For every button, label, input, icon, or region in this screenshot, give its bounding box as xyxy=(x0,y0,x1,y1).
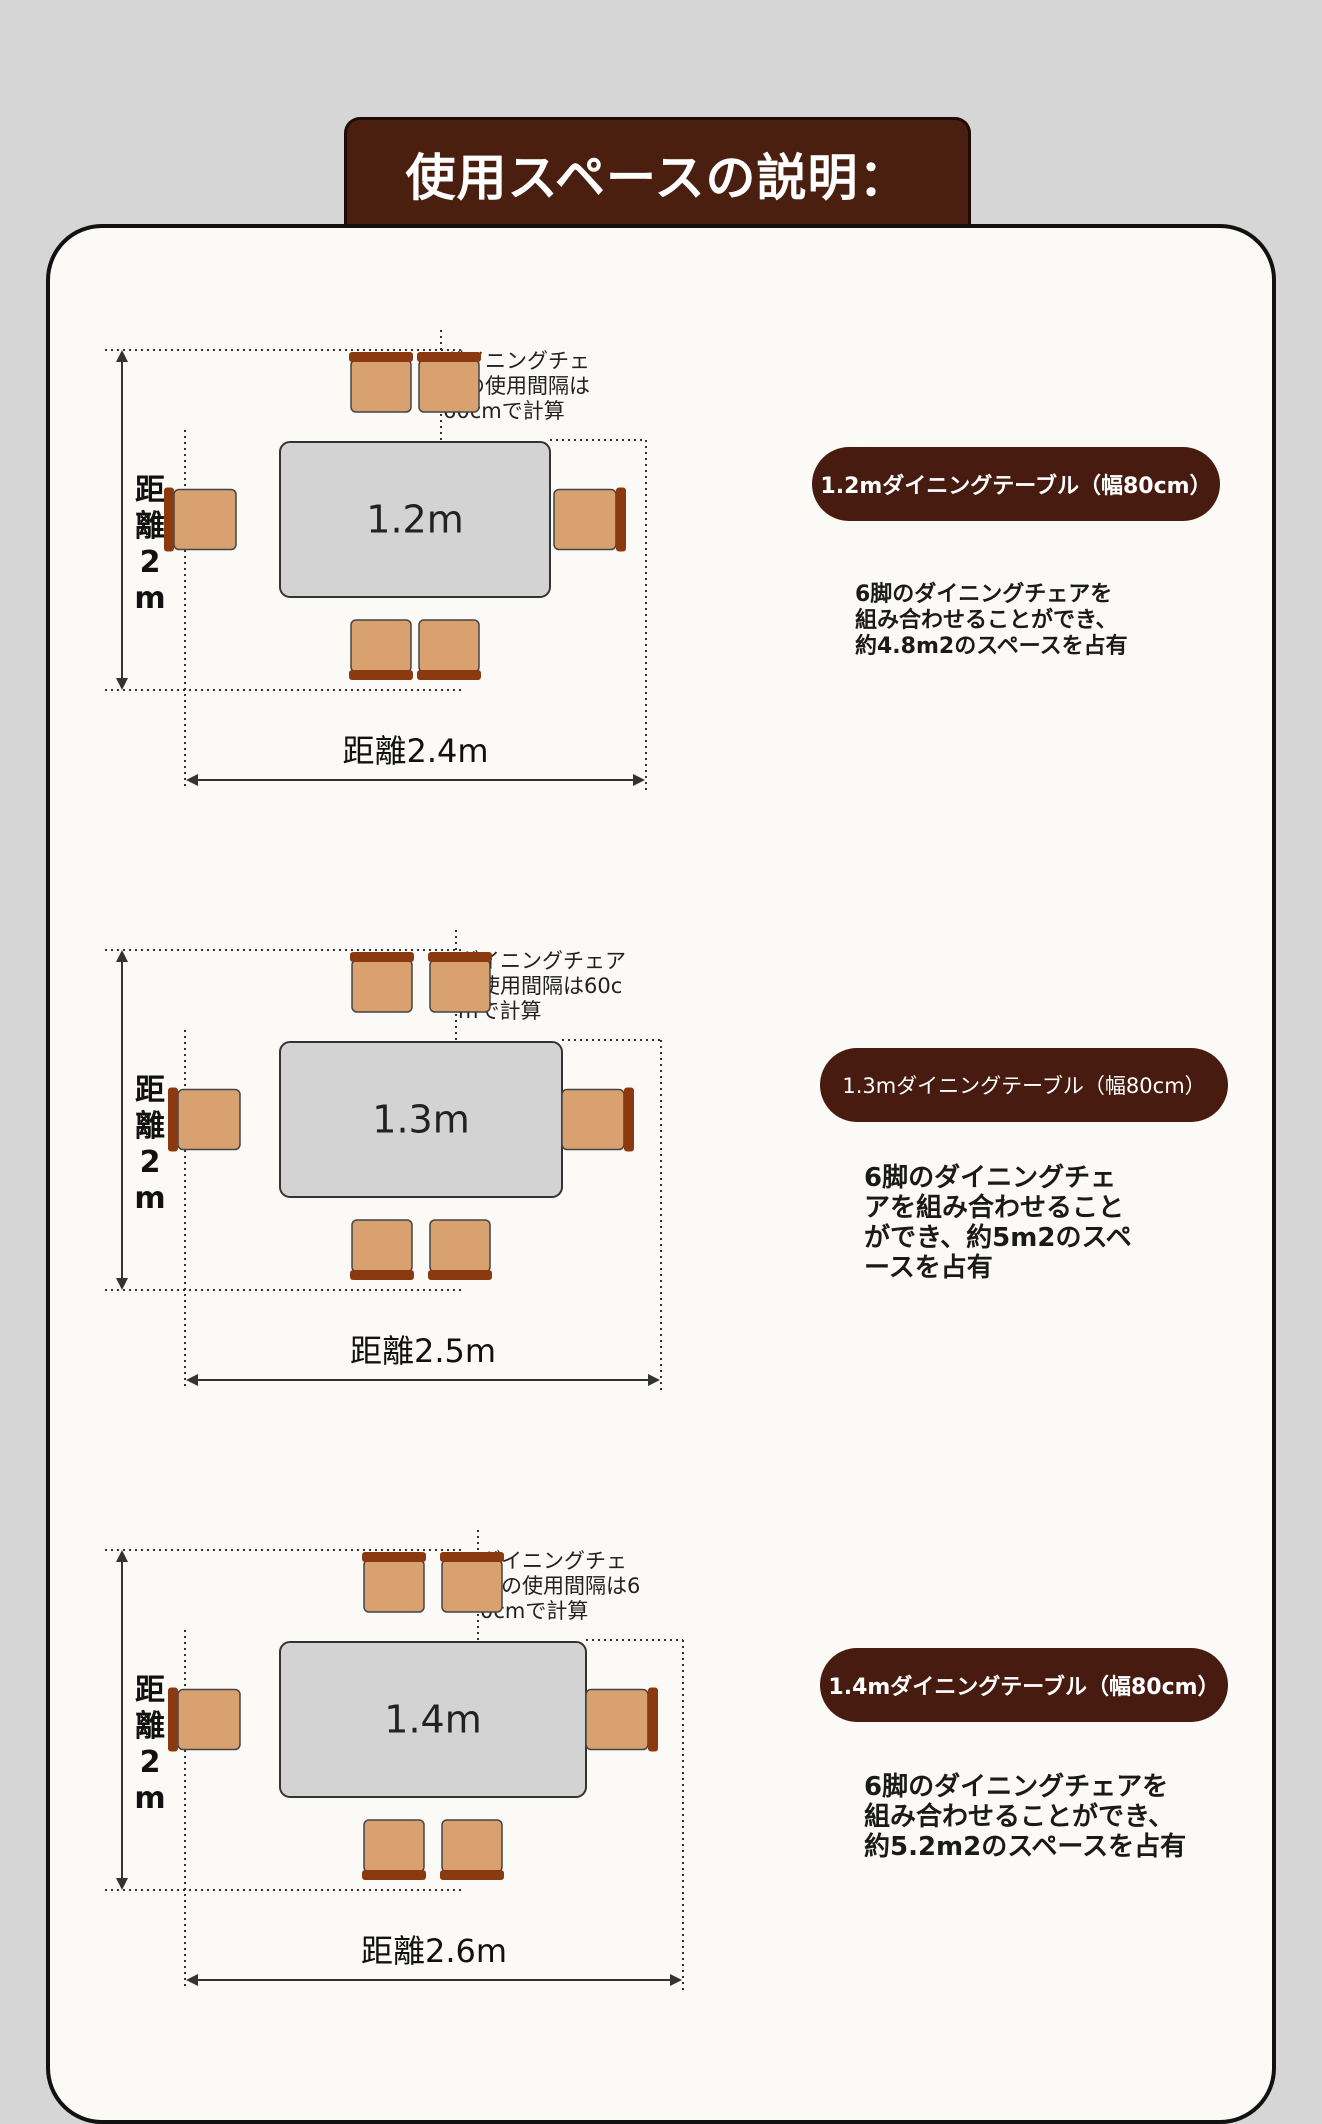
depth-arrow-head-top xyxy=(116,350,128,362)
depth-label-char: 離 xyxy=(135,509,165,544)
chair-bottom-2 xyxy=(418,619,480,673)
depth-arrow-head-bottom xyxy=(116,1278,128,1290)
chair-back xyxy=(349,670,413,680)
chair-bottom-2 xyxy=(441,1819,503,1873)
chair-back xyxy=(440,1870,504,1880)
chair-back xyxy=(417,352,481,362)
width-arrow-head-right xyxy=(670,1974,682,1986)
chair-right xyxy=(585,1688,649,1751)
chair-top-2 xyxy=(418,359,480,413)
chair-back xyxy=(164,487,174,552)
dining-table xyxy=(279,441,551,598)
depth-label-char: 離 xyxy=(135,1109,165,1144)
width-arrow-head-right xyxy=(633,774,645,786)
page-title: 使用スペースの説明： xyxy=(405,148,910,207)
depth-label-char: 距 xyxy=(135,473,165,508)
chair-back xyxy=(350,952,414,962)
depth-arrow-head-top xyxy=(116,1550,128,1562)
chair-back xyxy=(428,1270,492,1280)
depth-label-char: m xyxy=(134,581,165,616)
table-size-pill-3: 1.4mダイニングテーブル（幅80cm） xyxy=(820,1648,1228,1722)
spacing-note-line: アの使用間隔は6 xyxy=(480,1574,640,1598)
width-label: 距離2.6m xyxy=(361,1932,507,1970)
chair-back xyxy=(428,952,492,962)
width-label: 距離2.5m xyxy=(350,1332,496,1370)
chair-top-2 xyxy=(441,1559,503,1613)
depth-label-char: 距 xyxy=(135,1673,165,1708)
chair-back xyxy=(417,670,481,680)
width-arrow-head-left xyxy=(186,1974,198,1986)
chair-back xyxy=(168,1687,178,1752)
depth-label-char: m xyxy=(134,1181,165,1216)
description-1: 6脚のダイニングチェアを 組み合わせることができ、 約4.8m2のスペースを占有 xyxy=(855,582,1128,659)
width-arrow-head-left xyxy=(186,1374,198,1386)
depth-arrow-head-bottom xyxy=(116,1878,128,1890)
table-size-label: 1.2m xyxy=(366,498,463,542)
depth-arrow-head-top xyxy=(116,950,128,962)
width-arrow-head-left xyxy=(186,774,198,786)
chair-back xyxy=(349,352,413,362)
chair-back xyxy=(624,1087,634,1152)
depth-label-char: m xyxy=(134,1781,165,1816)
description-2: 6脚のダイニングチェ アを組み合わせること ができ、約5m2のスペ ースを占有 xyxy=(864,1163,1132,1283)
title-banner: 使用スペースの説明： xyxy=(344,117,971,227)
chair-back xyxy=(362,1870,426,1880)
width-arrow-head-right xyxy=(648,1374,660,1386)
depth-label-char: 2 xyxy=(140,545,161,580)
chair-bottom-1 xyxy=(363,1819,425,1873)
chair-left xyxy=(177,1688,241,1751)
table-size-label: 1.4m xyxy=(384,1698,481,1742)
chair-right xyxy=(553,488,617,551)
width-label: 距離2.4m xyxy=(342,732,488,770)
chair-left xyxy=(177,1088,241,1151)
chair-bottom-2 xyxy=(429,1219,491,1273)
depth-label-char: 離 xyxy=(135,1709,165,1744)
chair-back xyxy=(648,1687,658,1752)
chair-top-1 xyxy=(351,959,413,1013)
table-size-pill-2: 1.3mダイニングテーブル（幅80cm） xyxy=(820,1048,1228,1122)
chair-bottom-1 xyxy=(351,1219,413,1273)
chair-left xyxy=(173,488,237,551)
chair-top-1 xyxy=(350,359,412,413)
table-size-pill-1: 1.2mダイニングテーブル（幅80cm） xyxy=(812,447,1220,521)
description-3: 6脚のダイニングチェアを 組み合わせることができ、 約5.2m2のスペースを占有 xyxy=(864,1772,1187,1862)
chair-back xyxy=(362,1552,426,1562)
depth-label-char: 2 xyxy=(140,1745,161,1780)
chair-back xyxy=(616,487,626,552)
chair-right xyxy=(561,1088,625,1151)
chair-back xyxy=(350,1270,414,1280)
depth-label-char: 2 xyxy=(140,1145,161,1180)
chair-top-1 xyxy=(363,1559,425,1613)
chair-top-2 xyxy=(429,959,491,1013)
spacing-note-line: ダイニングチェ xyxy=(480,1549,627,1573)
chair-back xyxy=(168,1087,178,1152)
chair-bottom-1 xyxy=(350,619,412,673)
depth-label-char: 距 xyxy=(135,1073,165,1108)
chair-back xyxy=(440,1552,504,1562)
table-size-label: 1.3m xyxy=(372,1098,469,1142)
depth-arrow-head-bottom xyxy=(116,678,128,690)
